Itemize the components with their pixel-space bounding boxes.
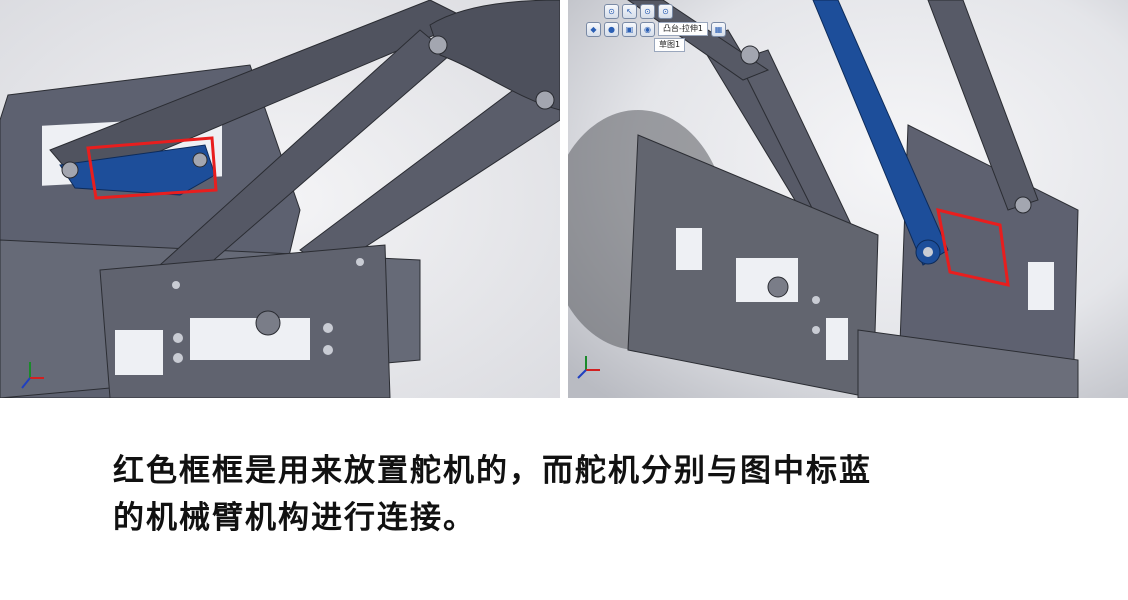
feature-label[interactable]: 凸台-拉伸1: [658, 22, 708, 36]
caption-line-2: 的机械臂机构进行连接。: [113, 500, 476, 536]
servo-shaft: [767, 276, 789, 298]
screw-hole: [323, 345, 333, 355]
servo-shaft: [255, 310, 281, 336]
feature-toolbar: ⊙ ↖ ⊙ ⊙ ◆ ● ▣ ◉ 凸台-拉伸1 ▦ 草图1: [586, 2, 726, 52]
joint-hole: [192, 152, 208, 168]
screw-hole: [173, 333, 183, 343]
arm-top-link: [627, 0, 770, 81]
triad-icon: [21, 362, 44, 389]
joint-hole: [923, 247, 933, 257]
triad-icon: [577, 356, 600, 379]
front-plate-slot: [115, 330, 163, 375]
front-plate-slot: [676, 228, 702, 270]
arm-right: [927, 0, 1039, 211]
cad-view-right: ⊙ ↖ ⊙ ⊙ ◆ ● ▣ ◉ 凸台-拉伸1 ▦ 草图1: [568, 0, 1128, 398]
toolbar-icon[interactable]: ⊙: [640, 3, 655, 19]
screw-hole: [812, 296, 820, 304]
toolbar-icon[interactable]: ◉: [640, 21, 655, 37]
toolbar-icon[interactable]: ⊙: [658, 3, 673, 19]
screw-hole: [173, 353, 183, 363]
arm-blue: [812, 0, 949, 266]
toolbar-icon[interactable]: ●: [604, 21, 619, 37]
toolbar-icon[interactable]: ◆: [586, 21, 601, 37]
back-plate-slot: [1028, 262, 1054, 310]
toolbar-icon[interactable]: ▣: [622, 21, 637, 37]
front-plate-slot-2: [826, 318, 848, 360]
toolbar-icon[interactable]: ↖: [622, 3, 637, 19]
screw-hole: [812, 326, 820, 334]
servo-frame-highlight: [936, 207, 1010, 287]
servo-frame-highlight: [86, 136, 218, 200]
cad-model-left: [0, 0, 560, 398]
screw-hole: [172, 281, 180, 289]
screw-hole: [356, 258, 364, 266]
caption: 红色框框是用来放置舵机的，而舵机分别与图中标蓝 的机械臂机构进行连接。: [113, 448, 1073, 542]
toolbar-icon[interactable]: ▦: [710, 21, 726, 37]
cad-view-left: [0, 0, 560, 398]
joint-hole: [535, 90, 555, 110]
sketch-label[interactable]: 草图1: [654, 38, 686, 52]
joint-hole: [61, 161, 79, 179]
arm-linkage: [429, 0, 560, 111]
caption-line-1: 红色框框是用来放置舵机的，而舵机分别与图中标蓝: [113, 453, 872, 489]
front-plate-servo-slot: [736, 258, 798, 302]
front-plate-servo-slot: [190, 318, 310, 360]
screw-hole: [323, 323, 333, 333]
joint-hole: [428, 35, 448, 55]
servo-link-blue: [59, 144, 216, 196]
joint-hole: [740, 45, 760, 65]
joint-hole: [1014, 196, 1032, 214]
base-plate: [857, 329, 1079, 398]
cad-model-right: [568, 0, 1128, 398]
toolbar-icon[interactable]: ⊙: [604, 3, 619, 19]
